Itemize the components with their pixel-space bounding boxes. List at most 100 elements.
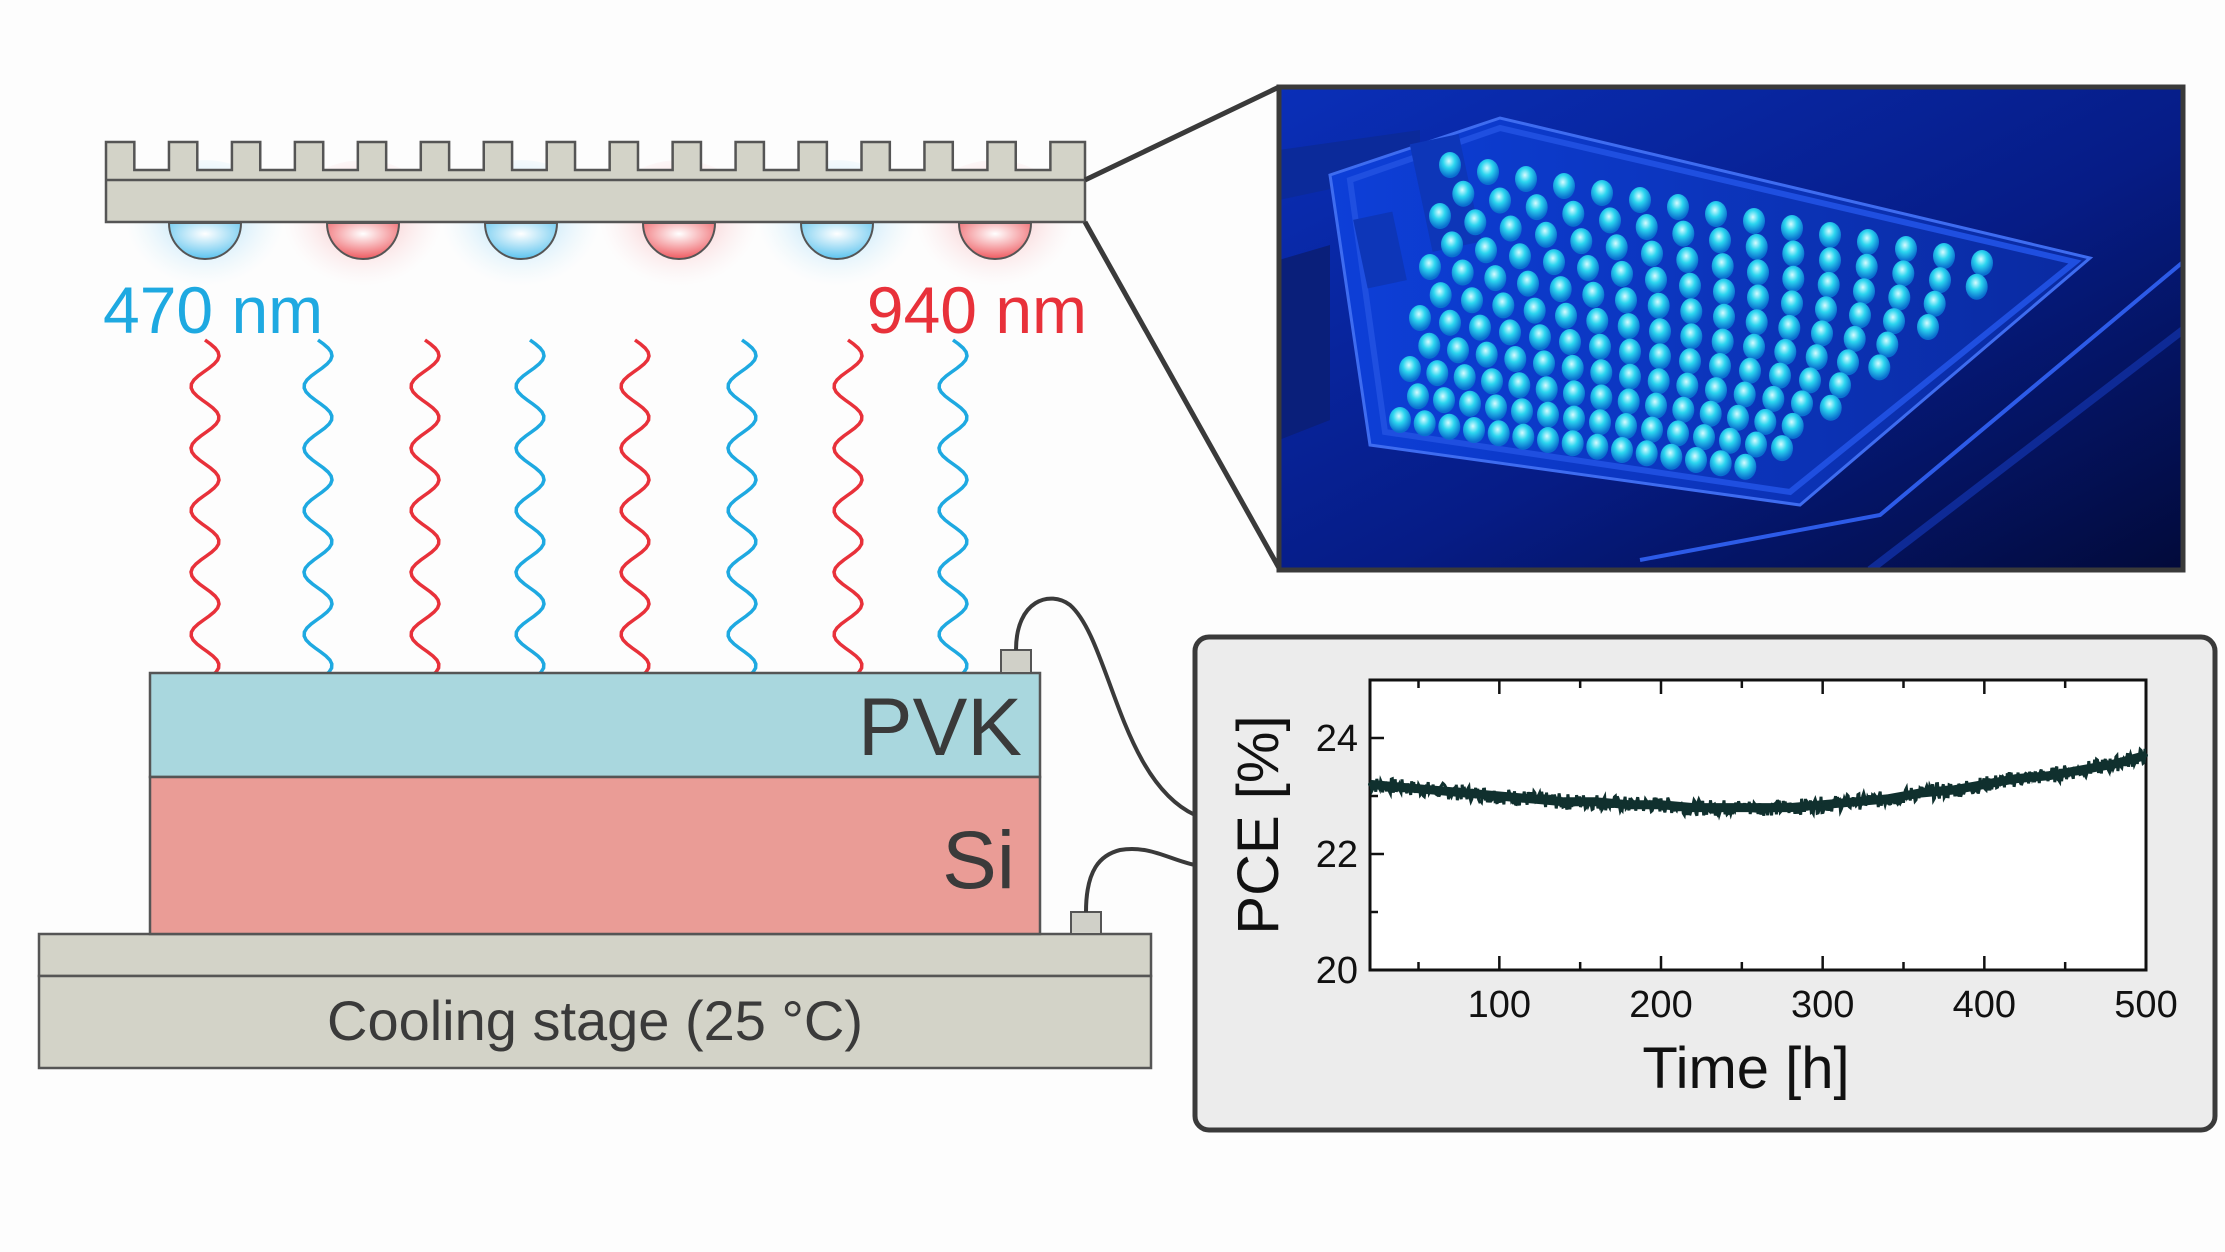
photo-led: [1453, 364, 1476, 391]
photo-led: [1553, 173, 1575, 199]
cooling-stage-label: Cooling stage (25 °C): [327, 989, 863, 1052]
pce-point: [1723, 805, 1728, 810]
photo-led: [1464, 209, 1487, 236]
pce-point: [1626, 802, 1631, 807]
pce-point: [1950, 788, 1954, 793]
photo-frame: [1276, 84, 2186, 573]
photo-led: [1512, 423, 1535, 450]
blue-light-ray: [937, 338, 969, 706]
photo-led: [1599, 207, 1621, 234]
photo-led: [1529, 324, 1551, 351]
photo-led: [1771, 435, 1793, 462]
pce-point: [1820, 802, 1825, 807]
pce-point: [1756, 805, 1760, 810]
photo-led: [1843, 325, 1866, 352]
photo-led: [1475, 237, 1497, 264]
red-led: [957, 222, 1033, 260]
photo-led: [1511, 398, 1533, 425]
photo-led: [1563, 405, 1585, 432]
photo-led: [1709, 450, 1732, 477]
blue-light-ray: [302, 338, 334, 706]
photo-led: [1933, 243, 1955, 269]
photo-led: [1799, 367, 1821, 394]
photo-led: [1562, 200, 1585, 227]
photo-led: [1487, 420, 1510, 447]
photo-led: [1781, 215, 1803, 241]
photo-led: [1892, 260, 1915, 287]
photo-led: [1667, 194, 1689, 220]
photo-led: [1645, 266, 1667, 293]
y-axis-title: PCE [%]: [1226, 715, 1291, 934]
bottom-wire: [1084, 847, 1196, 913]
photo-led: [1611, 437, 1633, 463]
zoom-connector-top: [1083, 84, 1281, 183]
photo-led: [1727, 404, 1749, 431]
photo-led: [1743, 208, 1765, 234]
pce-point: [1432, 788, 1437, 793]
x-axis-title: Time [h]: [1642, 1036, 1849, 1101]
pce-point: [1917, 791, 1922, 796]
pce-point: [1368, 782, 1372, 787]
photo-led: [1611, 260, 1633, 287]
photo-led: [1705, 377, 1727, 404]
photo-led: [1745, 431, 1767, 458]
photo-led: [1589, 333, 1611, 360]
photo-led: [1762, 385, 1785, 412]
cooling-stage: [37, 974, 1153, 1070]
photo-led: [1463, 417, 1485, 443]
photo-led: [1517, 270, 1539, 297]
photo-led: [1429, 282, 1452, 309]
photo-led: [1733, 381, 1756, 408]
photo-led: [1647, 368, 1670, 395]
photo-led: [1591, 180, 1613, 206]
pce-point: [1497, 794, 1502, 798]
zoom-connector-bottom: [1082, 220, 1282, 570]
blue-light-ray: [726, 338, 758, 706]
photo-led: [1617, 313, 1640, 340]
photo-led: [1811, 320, 1833, 347]
pce-point: [2047, 773, 2051, 778]
photo-led: [1389, 407, 1411, 433]
si-label: Si: [942, 815, 1015, 906]
photo-led: [1504, 346, 1527, 372]
photo-led: [1413, 410, 1436, 437]
photo-led: [1589, 409, 1611, 436]
photo-led: [1713, 278, 1735, 305]
blue-wavelength-label: 470 nm: [103, 273, 323, 347]
photo-led: [1713, 303, 1735, 330]
pce-point: [1853, 799, 1857, 804]
photo-led: [1837, 349, 1859, 376]
photo-led: [1711, 328, 1734, 355]
photo-led: [1699, 400, 1722, 427]
photo-led: [1537, 427, 1559, 453]
photo-led: [1441, 231, 1463, 258]
photo-led: [1782, 240, 1805, 267]
photo-led: [1649, 343, 1671, 370]
photo-led: [1399, 356, 1421, 382]
photo-led: [1509, 243, 1531, 270]
led-bulb-group: [167, 222, 1033, 260]
photo-led: [1617, 388, 1640, 415]
photo-led: [1499, 319, 1521, 346]
photo-led: [1582, 281, 1605, 308]
si-layer: [148, 775, 1042, 936]
y-tick-label: 20: [1316, 950, 1358, 992]
photo-led: [1719, 427, 1741, 454]
photo-led: [1965, 273, 1988, 300]
red-wavelength-label: 940 nm: [867, 273, 1087, 347]
photo-led: [1429, 203, 1451, 229]
pce-point: [2014, 776, 2019, 781]
photo-led: [1649, 318, 1671, 345]
photo-led: [1849, 302, 1871, 329]
photo-led: [1484, 265, 1507, 292]
photo-led: [1586, 433, 1609, 460]
photo-led: [1439, 152, 1461, 178]
photo-led: [1929, 267, 1951, 294]
photo-led: [1559, 329, 1581, 355]
photo-led: [1477, 159, 1499, 185]
photo-led: [1774, 338, 1797, 365]
photo-led: [1819, 394, 1842, 421]
photo-led: [1782, 265, 1805, 292]
